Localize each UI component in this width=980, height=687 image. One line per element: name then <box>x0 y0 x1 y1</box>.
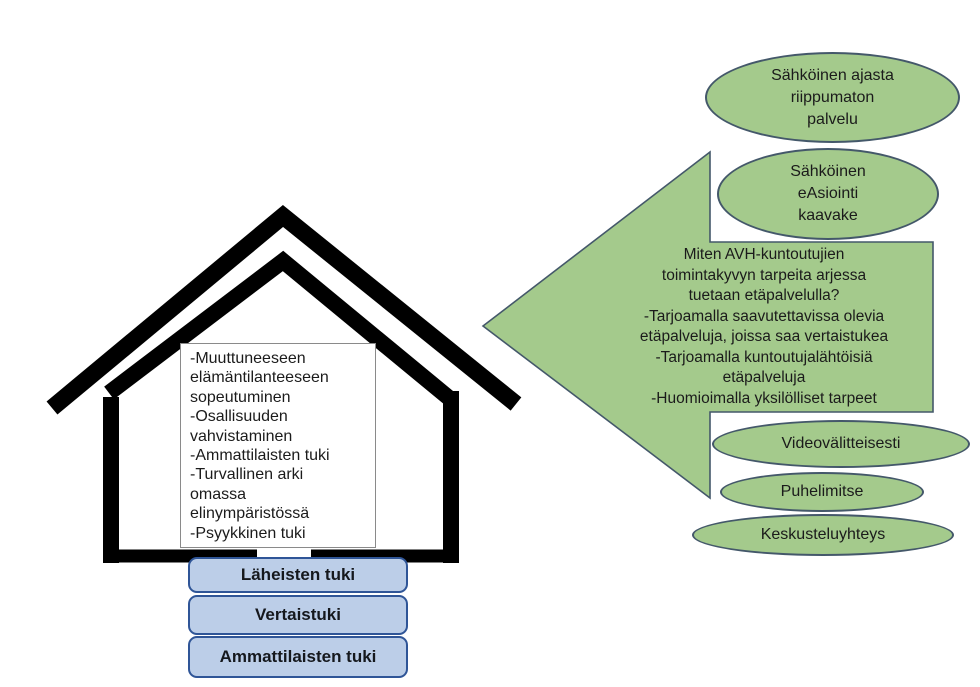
house-roof-inner <box>104 250 455 405</box>
ellipse-text-line: kaavake <box>798 207 858 224</box>
arrow-text-line: -Tarjoamalla saavutettavissa olevia <box>643 307 885 325</box>
ellipse-text-line: Puhelimitse <box>780 483 864 500</box>
ellipse-text-line: Videovälitteisesti <box>781 435 901 452</box>
needs-line: sopeutuminen <box>190 388 291 406</box>
needs-line: -Psyykkinen tuki <box>190 524 306 542</box>
arrow-text-line: tuetaan etäpalvelulla? <box>688 287 840 304</box>
needs-line: vahvistaminen <box>190 427 293 445</box>
support-box-label: Läheisten tuki <box>240 565 356 584</box>
ellipse-text-line: Keskusteluyhteys <box>760 526 886 543</box>
support-box-label: Vertaistuki <box>255 605 341 624</box>
needs-line: elämäntilanteeseen <box>190 369 329 387</box>
needs-line: elinympäristössä <box>190 505 310 523</box>
arrow-text-line: -Tarjoamalla kuntoutujalähtöisiä <box>655 348 873 366</box>
needs-line: -Osallisuuden <box>190 408 288 426</box>
left-block-arrow <box>481 150 934 500</box>
ellipse-text-line: eAsiointi <box>797 185 859 202</box>
needs-line: -Ammattilaisten tuki <box>190 447 330 465</box>
house-roof-outer <box>46 205 522 415</box>
arrow-text-line: etäpalveluja, joissa saa vertaistukea <box>639 328 889 345</box>
arrow-question-text: Miten AVH-kuntoutujien toimintakyvyn tar… <box>599 245 929 409</box>
support-box-label: Ammattilaisten tuki <box>219 647 377 666</box>
ellipse-text-line: Sähköinen ajasta <box>771 66 894 84</box>
arrow-text-line: Miten AVH-kuntoutujien <box>683 246 845 263</box>
arrow-text-line: -Huomioimalla yksilölliset tarpeet <box>651 389 877 407</box>
needs-line: omassa <box>190 485 247 503</box>
ellipse-text-line: Sähköinen <box>790 163 866 180</box>
support-box-laheisten-tuki: Läheisten tuki <box>188 557 408 593</box>
house-needs-box: -Muuttuneeseen elämäntilanteeseen sopeut… <box>180 343 376 548</box>
needs-line: -Muuttuneeseen <box>190 350 306 367</box>
ellipse-easiointi: Sähköinen eAsiointi kaavake <box>717 148 939 240</box>
ellipse-keskusteluyhteys: Keskusteluyhteys <box>692 514 954 556</box>
arrow-text-line: etäpalveluja <box>722 369 806 386</box>
ellipse-text-line: palvelu <box>807 110 858 128</box>
needs-line: -Turvallinen arki <box>190 466 304 484</box>
ellipse-puhelimitse: Puhelimitse <box>720 472 924 512</box>
arrow-text-line: toimintakyvyn tarpeita arjessa <box>661 266 867 284</box>
support-box-ammattilaisten-tuki: Ammattilaisten tuki <box>188 636 408 678</box>
ellipse-sahkoinen-ajasta: Sähköinen ajasta riippumaton palvelu <box>705 52 960 143</box>
ellipse-videovalitteisesti: Videovälitteisesti <box>712 420 970 468</box>
support-box-vertaistuki: Vertaistuki <box>188 595 408 635</box>
ellipse-text-line: riippumaton <box>790 88 875 106</box>
